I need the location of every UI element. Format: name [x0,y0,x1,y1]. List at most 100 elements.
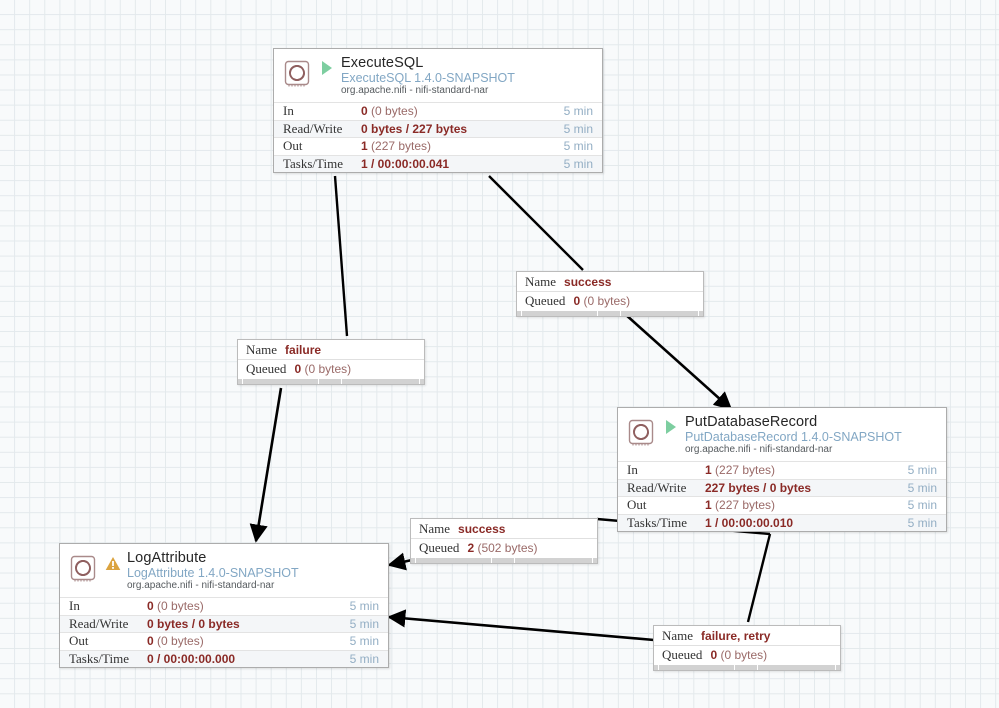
stat-row: Tasks/Time 1 / 00:00:00.041 5 min [274,154,602,172]
play-icon [322,61,332,75]
stat-row: Out 0 (0 bytes) 5 min [60,632,388,650]
processor-name: LogAttribute [127,550,207,566]
stat-time: 5 min [563,156,593,171]
stat-value-bold: 0 [147,599,154,614]
processor-icon [626,417,656,447]
stat-label: Read/Write [69,615,129,631]
stat-time: 5 min [563,121,593,136]
stat-row: Tasks/Time 0 / 00:00:00.000 5 min [60,649,388,667]
stat-value: 1 / 00:00:00.010 [705,516,908,530]
connection-name-row: Name failure, retry [654,626,840,645]
processor-type: PutDatabaseRecord 1.4.0-SNAPSHOT [685,430,902,445]
connection-label-failure[interactable]: Name failure Queued 0 (0 bytes) [237,339,425,385]
stat-row: Tasks/Time 1 / 00:00:00.010 5 min [618,513,946,531]
stat-value-rest: (227 bytes) [711,463,776,478]
processor-logattribute[interactable]: LogAttribute LogAttribute 1.4.0-SNAPSHOT… [59,543,389,668]
stat-value-bold: 227 bytes / 0 bytes [705,480,812,495]
stat-label: In [283,103,294,119]
connection-queued-row: Queued 0 (0 bytes) [238,359,424,378]
stat-value-bold: 1 [361,139,368,154]
stat-value-rest: (227 bytes) [367,139,432,154]
validation-status-icon[interactable] [105,556,121,571]
connection-queued-value: 0 (0 bytes) [710,648,767,662]
stat-value: 1 / 00:00:00.041 [361,157,564,171]
stat-label: Tasks/Time [627,514,688,530]
stat-row: Read/Write 0 bytes / 227 bytes 5 min [274,119,602,137]
stat-value: 0 (0 bytes) [361,104,564,118]
stat-label: Tasks/Time [283,155,344,171]
stat-time: 5 min [563,104,593,119]
connection-queued-size: (0 bytes) [717,648,768,662]
run-status-icon[interactable] [663,420,679,434]
stat-value: 227 bytes / 0 bytes [705,481,908,495]
stat-value-rest: (0 bytes) [153,599,204,614]
stat-label: In [69,598,80,614]
edge-failure-retry-logattribute [387,609,655,642]
stat-time: 5 min [349,599,379,614]
stat-value-bold: 0 [361,104,368,119]
processor-putdatabaserecord[interactable]: PutDatabaseRecord PutDatabaseRecord 1.4.… [617,407,947,532]
stat-row: Read/Write 227 bytes / 0 bytes 5 min [618,478,946,496]
connection-name-value: success [458,521,506,536]
connection-scrollbar[interactable] [517,310,703,316]
connection-queued-size: (0 bytes) [301,362,352,376]
stat-value-bold: 1 [705,463,712,478]
connection-name-row: Name success [411,519,597,538]
stat-value-rest: (0 bytes) [153,634,204,649]
processor-type: ExecuteSQL 1.4.0-SNAPSHOT [341,71,515,86]
connection-queued-row: Queued 0 (0 bytes) [517,291,703,310]
stat-value: 1 (227 bytes) [705,463,908,477]
connection-queued-count: 2 [467,541,475,555]
connection-queued-count: 0 [294,362,302,376]
connection-name-value: success [564,274,612,289]
connection-scrollbar[interactable] [411,557,597,563]
processor-name: ExecuteSQL [341,55,424,71]
connection-name-value: failure [285,342,322,357]
connection-scrollbar[interactable] [238,378,424,384]
connection-queued-size: (0 bytes) [580,294,631,308]
stat-row: Out 1 (227 bytes) 5 min [274,137,602,155]
stat-label: Out [627,497,647,513]
connection-name-key: Name [662,627,694,643]
stat-value-bold: 0 bytes / 0 bytes [147,616,240,631]
run-status-icon[interactable] [319,61,335,75]
edge-success-putdatabaserecord [624,313,733,411]
connection-queued-count: 0 [573,294,581,308]
connection-queued-key: Queued [246,361,287,376]
connection-queued-key: Queued [419,540,460,555]
processor-executesql[interactable]: ExecuteSQL ExecuteSQL 1.4.0-SNAPSHOT org… [273,48,603,173]
stat-value: 1 (227 bytes) [705,498,908,512]
stat-row: In 0 (0 bytes) 5 min [274,102,602,120]
play-icon [666,420,676,434]
connection-scrollbar[interactable] [654,664,840,670]
connection-label-success-mid[interactable]: Name success Queued 2 (502 bytes) [410,518,598,564]
processor-header: LogAttribute LogAttribute 1.4.0-SNAPSHOT… [60,544,388,597]
processor-bundle: org.apache.nifi - nifi-standard-nar [685,444,833,456]
stat-value: 0 / 00:00:00.000 [147,652,350,666]
processor-header: PutDatabaseRecord PutDatabaseRecord 1.4.… [618,408,946,461]
connection-name-value: failure, retry [701,628,771,643]
connection-name-key: Name [419,520,451,536]
stat-time: 5 min [349,634,379,649]
stat-label: Read/Write [627,479,687,495]
edge-success-mid-logattribute [387,552,413,571]
connection-queued-key: Queued [662,647,703,662]
processor-bundle: org.apache.nifi - nifi-standard-nar [341,85,489,97]
stat-row: In 1 (227 bytes) 5 min [618,461,946,479]
stat-time: 5 min [349,616,379,631]
connection-name-key: Name [246,341,278,357]
stat-value-bold: 1 / 00:00:00.010 [705,515,794,530]
connection-label-failure-retry[interactable]: Name failure, retry Queued 0 (0 bytes) [653,625,841,671]
stat-value: 0 bytes / 227 bytes [361,122,564,136]
stat-value-bold: 0 [147,634,154,649]
connection-label-success-top[interactable]: Name success Queued 0 (0 bytes) [516,271,704,317]
stat-value: 0 bytes / 0 bytes [147,617,350,631]
stat-value-rest: (227 bytes) [711,498,776,513]
stat-label: In [627,462,638,478]
edge-putdatabaserecord-failure-retry [746,533,772,623]
stat-time: 5 min [349,651,379,666]
stat-value: 0 (0 bytes) [147,634,350,648]
stat-label: Read/Write [283,120,343,136]
processor-name: PutDatabaseRecord [685,414,818,430]
